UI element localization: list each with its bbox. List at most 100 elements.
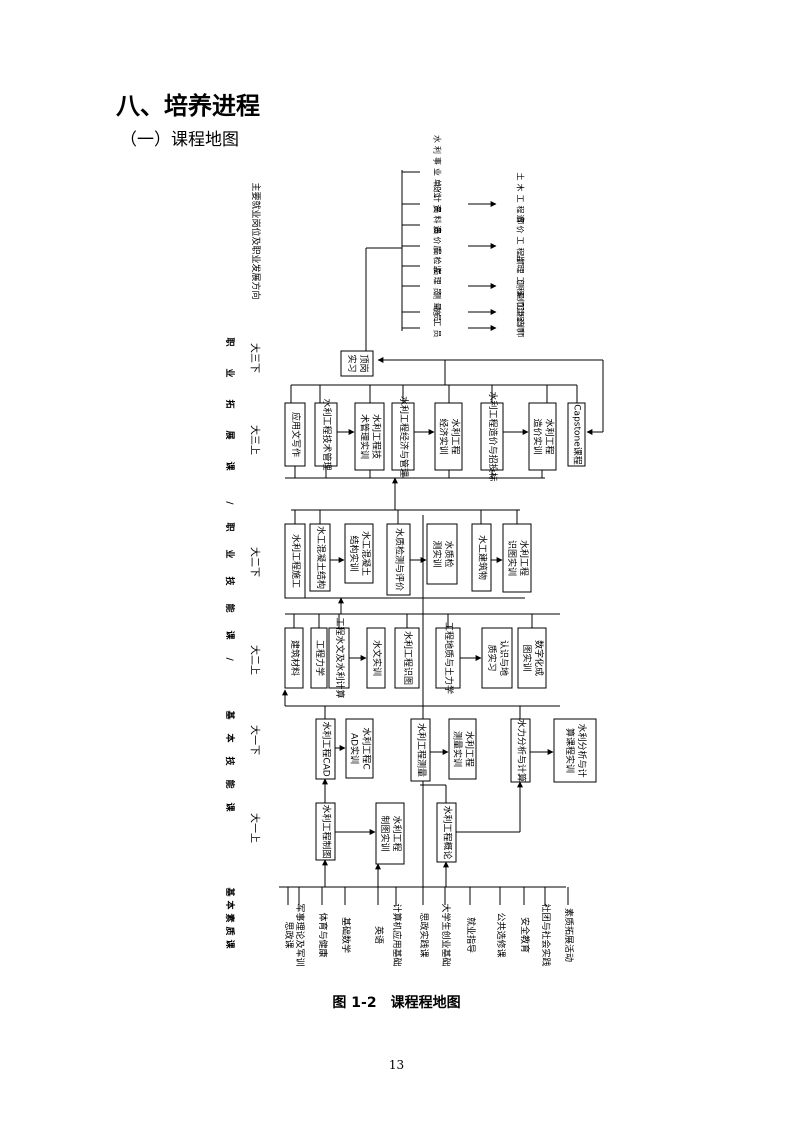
box-hydraulic-cad-label: 水利工程CAD: [321, 721, 333, 776]
box-construction-label: 水利工程施工: [290, 534, 302, 588]
box-building-materials-label: 建筑材料: [289, 640, 301, 676]
box-cost-bidding-box: [480, 402, 504, 471]
term-label-5: 大三下: [249, 343, 262, 373]
box-hydrology-practice-label: 水文实训: [371, 640, 383, 676]
basic-course-12: 素质拓展活动: [563, 908, 575, 962]
basic-course-6: 思政实践课: [418, 912, 430, 957]
box-hydraulic-survey-practice-label: 水利工程: [464, 731, 476, 767]
figure-caption: 图 1-2 课程程地图: [332, 995, 461, 1011]
box-concrete-structure-label: 水工混凝土结构: [315, 526, 327, 589]
basic-course-3: 基础数学: [340, 917, 352, 953]
box-water-analysis-practice-label: 水利分析与计: [576, 723, 588, 777]
job-6: 测量员: [433, 292, 442, 325]
career-title-label: 主要就业岗位及职业发展方向: [250, 182, 262, 299]
basic-course-8: 就业指导: [465, 917, 477, 953]
box-hydraulic-intro-box: [436, 802, 457, 863]
box-digital-mapping-label: 数字化成: [533, 640, 545, 676]
box-water-analysis-box: [510, 718, 531, 783]
box-hydraulic-intro-label: 水利工程概论: [442, 805, 454, 859]
box-concrete-practice-box: [344, 523, 374, 584]
box-geology-practice-label: 认识与地: [498, 640, 510, 676]
basic-course-5: 计算机应用基础: [391, 903, 403, 966]
box-economics-practice-label: 水利工程: [450, 418, 462, 454]
box-capstone-box: [567, 402, 586, 467]
box-internship-label-2: 实习: [346, 354, 358, 372]
box-geology-practice-box: [481, 627, 513, 689]
basic-course-11: 社团与社会实践: [540, 903, 552, 966]
box-hydrology-calc-box: [328, 627, 350, 689]
term-label-1: 大一下: [249, 725, 262, 755]
box-concrete-practice-label-2: 结构实训: [348, 535, 360, 571]
box-concrete-structure-box: [309, 523, 331, 592]
box-cost-practice-label-2: 造价实训: [532, 418, 544, 454]
box-hydraulic-survey-practice-box: [448, 718, 477, 780]
box-hydraulic-survey-practice-label-2: 测量实训: [452, 731, 464, 767]
job-target-1: 造价工程师: [516, 215, 526, 270]
box-applied-writing-box: [284, 402, 306, 467]
box-water-quality-box: [386, 523, 411, 596]
box-economics-practice-label-2: 经济实训: [438, 418, 450, 454]
box-internship-label: 顶岗: [358, 354, 369, 372]
box-hydraulic-reading-practice-box: [502, 523, 532, 593]
box-tech-management-label: 水利工程技术管理: [321, 398, 333, 470]
term-label-2: 大二上: [249, 645, 262, 675]
job-2: 资料员: [433, 205, 443, 238]
box-economics-management-box: [391, 402, 415, 471]
job-target-3: 测量工程师: [516, 281, 526, 336]
job-target-2: 监理工程师: [516, 255, 526, 310]
box-hydraulic-drawing-label: 水利工程制图: [321, 804, 333, 858]
page-number: 13: [388, 1058, 405, 1072]
category-professional-extension-label: 职业拓展课: [224, 337, 236, 492]
box-tech-management-practice-label-2: 术管理实训: [359, 414, 371, 459]
box-engineering-mechanics-label: 工程力学: [314, 640, 326, 676]
box-hydraulic-survey-label: 水利工程测量: [416, 723, 428, 777]
box-water-quality-practice-label: 水质检: [443, 540, 455, 567]
term-label-4: 大三上: [249, 425, 262, 455]
box-engineering-mechanics-box: [310, 627, 328, 689]
box-water-analysis-label: 水力分析与计算: [516, 719, 528, 782]
box-cost-bidding-label: 水利工程造价与招投标: [487, 391, 499, 481]
box-water-quality-practice-box: [426, 523, 458, 585]
term-label-3: 大二下: [249, 547, 262, 577]
basic-course-2: 体育与健康: [317, 912, 329, 957]
box-hydraulic-cad-practice-box: [345, 718, 374, 779]
box-water-analysis-practice-box: [553, 718, 597, 783]
job-1: 设计员: [433, 184, 443, 217]
box-hydraulic-drawing-practice-label-2: 制图实训: [379, 815, 391, 851]
box-tech-management-practice-box: [354, 402, 385, 471]
job-7: 施工员: [433, 308, 443, 341]
job-target-0: 土木工程师: [516, 173, 526, 228]
box-tech-management-box: [314, 402, 338, 467]
basic-course-7: 大学生创业基础: [440, 903, 452, 966]
box-hydraulic-reading-label: 水利工程识图: [402, 631, 414, 685]
job-3: 造价员: [433, 226, 443, 259]
box-digital-mapping-label-2: 图实训: [521, 644, 533, 671]
box-water-analysis-practice-label-2: 算课程实训: [564, 728, 576, 773]
box-building-materials-box: [284, 627, 304, 689]
box-digital-mapping-box: [517, 627, 547, 689]
box-geology-soil-box: [435, 627, 461, 689]
job-5: 监理员: [433, 266, 443, 299]
box-hydraulic-structures-box: [471, 523, 492, 592]
box-hydraulic-structures-label: 水工建筑物: [477, 535, 489, 580]
basic-course-10: 安全教育: [519, 917, 531, 953]
box-cost-practice-box: [528, 402, 557, 471]
box-hydraulic-reading-practice-label-2: 识图实训: [506, 540, 518, 576]
box-hydraulic-cad-practice-label-2: AD实训: [349, 733, 361, 764]
box-hydraulic-cad-practice-label: 水利工程C: [361, 727, 373, 769]
basic-course-0: 思政课: [283, 921, 295, 948]
box-geology-soil-label: 工程地质与土力学: [443, 622, 455, 694]
basic-course-9: 公共选修课: [495, 912, 507, 957]
box-cost-practice-label: 水利工程: [544, 418, 556, 454]
box-applied-writing-label: 应用文写作: [290, 412, 302, 457]
box-water-quality-label: 水质检测与评价: [394, 528, 406, 591]
box-hydraulic-reading-box: [394, 627, 420, 689]
basic-course-1: 军事理论及军训: [294, 903, 306, 966]
box-hydraulic-drawing-box: [315, 802, 336, 861]
box-tech-management-practice-label: 水利工程技: [371, 414, 383, 459]
box-internship-box: [340, 350, 374, 377]
basic-course-4: 英语: [373, 926, 385, 944]
box-hydraulic-reading-practice-label: 水利工程: [518, 540, 530, 576]
box-economics-practice-box: [434, 402, 463, 471]
box-hydrology-calc-label: 工程水文及水利计算: [334, 617, 346, 698]
